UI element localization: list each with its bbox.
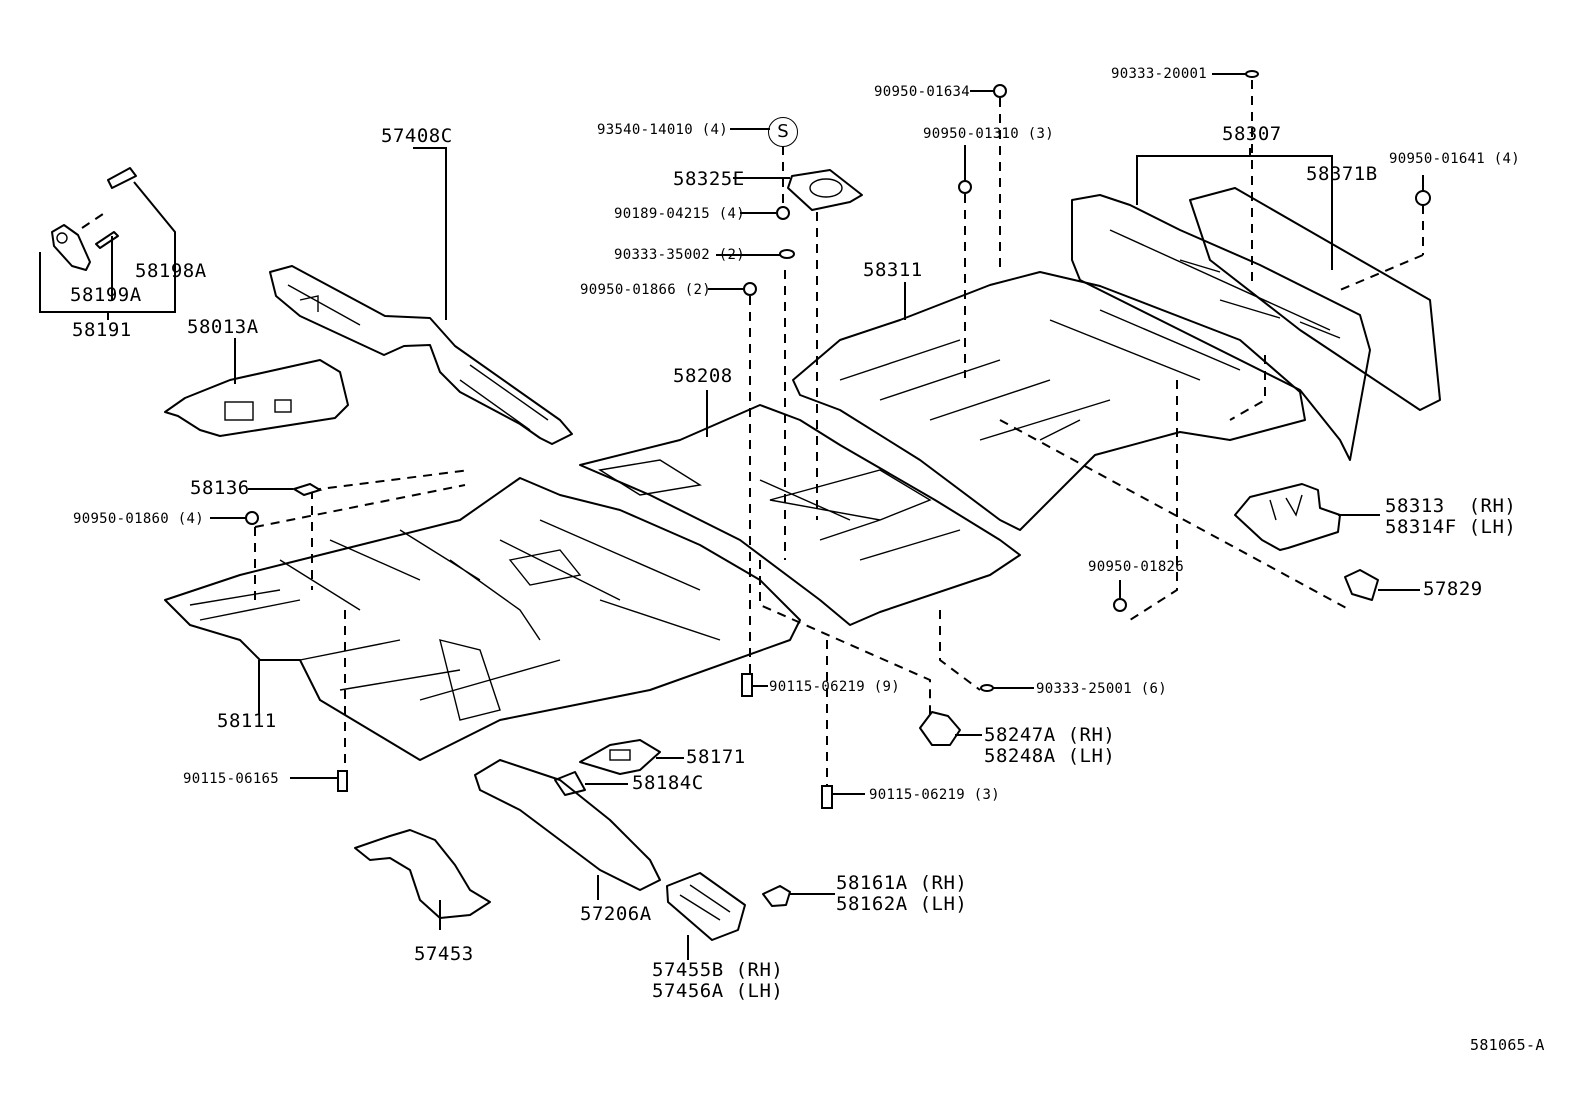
callout-57829: 57829: [1423, 578, 1483, 600]
part-57455B-panel: [666, 872, 746, 960]
s-mark-icon: S: [768, 117, 798, 147]
callout-58162A-lh: 58162A (LH): [836, 893, 968, 915]
callout-58161A-rh: 58161A (RH): [836, 872, 968, 894]
part-58313-bracket: [1234, 483, 1380, 551]
callout-90115-06165: 90115-06165: [183, 771, 280, 787]
callout-90115-06219-9: 90115-06219 (9): [769, 679, 900, 695]
callout-57456A-lh: 57456A (LH): [652, 980, 784, 1002]
callout-58247A-58248A: 58247A (RH) 58248A (LH): [984, 725, 1115, 767]
callout-57455B-rh: 57455B (RH): [652, 959, 784, 981]
callout-58314F-lh: 58314F (LH): [1385, 516, 1517, 538]
callout-58325E: 58325E: [673, 168, 745, 190]
callout-90189-04215: 90189-04215 (4): [614, 206, 745, 222]
callout-58198A: 58198A: [135, 260, 207, 282]
callout-90950-01866: 90950-01866 (2): [580, 282, 711, 298]
callout-58208: 58208: [673, 365, 733, 387]
part-58208-middle-floor: [579, 390, 1021, 626]
part-58307-rear-member: [1071, 148, 1441, 461]
callout-90950-01860: 90950-01860 (4): [73, 511, 204, 527]
callout-57453: 57453: [414, 943, 474, 965]
callout-90950-01634: 90950-01634: [874, 84, 971, 100]
part-58247A-bracket: [919, 711, 982, 746]
fastener-chains-lower-right: [999, 355, 1351, 621]
callout-90950-01310: 90950-01310 (3): [923, 126, 1054, 142]
part-57453-bracket: [354, 829, 491, 930]
part-58171-plate: [579, 739, 684, 775]
callout-58311: 58311: [863, 259, 923, 281]
callout-58371B: 58371B: [1306, 163, 1378, 185]
callout-58171: 58171: [686, 746, 746, 768]
callout-57455B-57456A: 57455B (RH) 57456A (LH): [652, 960, 783, 1002]
part-58161A-bracket: [762, 885, 835, 907]
callout-90115-06219-3: 90115-06219 (3): [869, 787, 1000, 803]
part-57829-clip: [1344, 569, 1420, 601]
callout-57408C: 57408C: [381, 125, 453, 147]
callout-90950-01641: 90950-01641 (4): [1389, 151, 1520, 167]
part-57206A-member: [474, 759, 661, 900]
callout-58111: 58111: [217, 710, 277, 732]
callout-58307: 58307: [1222, 123, 1282, 145]
callout-93540-14010: 93540-14010 (4): [597, 122, 728, 138]
figure-code: 581065-A: [1470, 1036, 1545, 1054]
fastener-58136-and-90950-01860: [210, 482, 348, 792]
callout-90333-35002: 90333-35002 (2): [614, 247, 745, 263]
callout-58313-58314F: 58313 (RH) 58314F (LH): [1385, 496, 1516, 538]
part-58311-rear-floor: [792, 271, 1306, 531]
callout-90950-01826: 90950-01826: [1088, 559, 1185, 575]
callout-58136: 58136: [190, 477, 250, 499]
part-57408C-rail: [269, 147, 573, 445]
callout-58199A: 58199A: [70, 284, 142, 306]
fastener-chains-center-bottom: [741, 560, 1034, 809]
part-58191-mount: [39, 167, 176, 320]
callout-58013A: 58013A: [187, 316, 259, 338]
callout-58248A-lh: 58248A (LH): [984, 745, 1116, 767]
part-58013A: [164, 338, 349, 437]
callout-90333-25001: 90333-25001 (6): [1036, 681, 1167, 697]
part-58111-front-floor: [164, 469, 801, 770]
callout-58313-rh: 58313 (RH): [1385, 495, 1517, 517]
callout-58247A-rh: 58247A (RH): [984, 724, 1116, 746]
callout-90333-20001: 90333-20001: [1111, 66, 1208, 82]
callout-58191: 58191: [72, 319, 132, 341]
callout-58161A-58162A: 58161A (RH) 58162A (LH): [836, 873, 967, 915]
callout-57206A: 57206A: [580, 903, 652, 925]
callout-58184C: 58184C: [632, 772, 704, 794]
fastener-chains-upper-right: [958, 70, 1431, 378]
